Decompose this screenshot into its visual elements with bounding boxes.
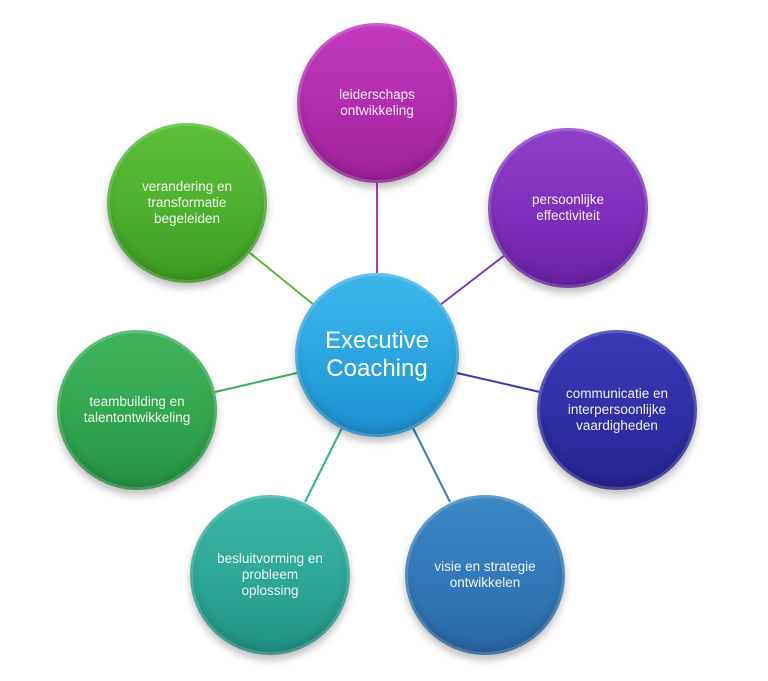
center-label-line2: Coaching (326, 355, 428, 382)
node-label: leiderschaps ontwikkeling (325, 87, 429, 119)
label-line: teambuilding en (89, 394, 185, 409)
label-line: ontwikkelen (449, 575, 521, 590)
label-line: besluitvorming en (217, 551, 323, 566)
center-node-executive-coaching: Executive Coaching (295, 273, 459, 437)
node-label: persoonlijke effectiviteit (518, 192, 618, 224)
node-communicatie: communicatie en interpersoonlijke vaardi… (537, 330, 697, 490)
label-line: transformatie (147, 195, 227, 210)
label-line: leiderschaps (339, 87, 415, 102)
connector-visie (412, 427, 451, 503)
node-leiderschaps-ontwikkeling: leiderschaps ontwikkeling (297, 23, 457, 183)
label-line: effectiviteit (536, 208, 600, 223)
node-label: verandering en transformatie begeleiden (128, 179, 246, 227)
node-label: communicatie en interpersoonlijke vaardi… (552, 386, 682, 434)
center-label: Executive Coaching (311, 327, 443, 383)
node-persoonlijke-effectiviteit: persoonlijke effectiviteit (488, 128, 648, 288)
node-teambuilding: teambuilding en talentontwikkeling (57, 330, 217, 490)
connector-besluitvorming (304, 427, 343, 503)
node-label: besluitvorming en probleem oplossing (203, 551, 337, 599)
connector-effectiviteit (439, 254, 506, 306)
connector-communicatie (456, 372, 541, 393)
label-line: persoonlijke (531, 192, 605, 207)
node-label: visie en strategie ontwikkelen (420, 559, 549, 591)
connector-teambuilding (214, 372, 298, 393)
label-line: interpersoonlijke (567, 402, 667, 417)
label-line: ontwikkeling (340, 103, 414, 118)
connector-verandering (249, 252, 315, 306)
node-verandering: verandering en transformatie begeleiden (107, 123, 267, 283)
label-line: communicatie en (565, 386, 669, 401)
label-line: oplossing (241, 583, 299, 598)
node-besluitvorming: besluitvorming en probleem oplossing (190, 495, 350, 655)
node-visie-en-strategie: visie en strategie ontwikkelen (405, 495, 565, 655)
label-line: probleem (241, 567, 299, 582)
center-label-line1: Executive (324, 327, 430, 354)
label-line: visie en strategie (434, 559, 536, 574)
label-line: vaardigheden (576, 418, 658, 433)
label-line: begeleiden (153, 211, 221, 226)
label-line: talentontwikkeling (83, 410, 191, 425)
node-label: teambuilding en talentontwikkeling (70, 394, 205, 426)
label-line: verandering en (141, 179, 233, 194)
